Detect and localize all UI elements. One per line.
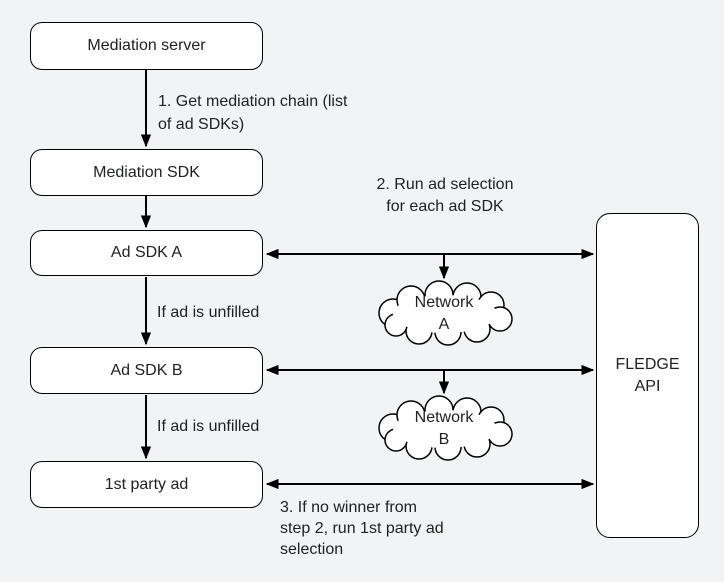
node-fledge-api-label: FLEDGE API [615, 355, 680, 395]
node-fledge-api: FLEDGE API [596, 213, 699, 538]
node-mediation-sdk: Mediation SDK [30, 149, 263, 196]
node-mediation-server: Mediation server [30, 22, 263, 70]
node-ad-sdk-a-label: Ad SDK A [110, 244, 183, 261]
edge-label-step2: 2. Run ad selection for each ad SDK [376, 176, 514, 215]
node-mediation-sdk-label: Mediation SDK [93, 163, 200, 181]
node-mediation-server-label: Mediation server [87, 37, 206, 54]
edge-label-if-ad-unfilled-1: If ad is unfilled [157, 304, 260, 321]
node-ad-sdk-b-label: Ad SDK B [110, 361, 183, 379]
node-ad-sdk-b: Ad SDK B [30, 347, 263, 394]
cloud-label-network-b: Network B [414, 409, 474, 448]
node-first-party-ad-label: 1st party ad [104, 475, 189, 493]
node-ad-sdk-a: Ad SDK A [30, 230, 263, 276]
edge-label-step3: 3. If no winner from step 2, run 1st par… [280, 499, 444, 558]
node-first-party-ad: 1st party ad [30, 461, 263, 508]
edge-label-step1: 1. Get mediation chain (list of ad SDKs) [158, 93, 348, 133]
edge-label-if-ad-unfilled-2: If ad is unfilled [157, 418, 260, 435]
cloud-label-network-a: Network A [414, 294, 474, 333]
